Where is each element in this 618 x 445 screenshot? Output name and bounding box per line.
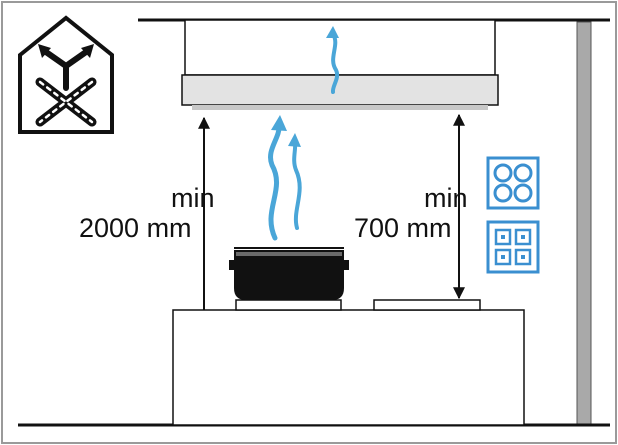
hob-plate-right	[373, 299, 481, 311]
left-dimension-label: 2000 mm	[79, 213, 192, 243]
air-flow-pot	[268, 115, 302, 241]
hood-bar	[181, 74, 499, 106]
kitchen-counter	[172, 309, 525, 426]
right-dimension-label: 700 mm	[354, 213, 452, 243]
right-min-label: min	[424, 183, 468, 213]
cooking-pot	[229, 247, 349, 300]
hob-plate-left	[235, 299, 342, 311]
hood-bar-shadow	[192, 105, 488, 110]
air-flow-hood	[326, 26, 340, 94]
hood-chimney	[184, 19, 496, 76]
induction-hob-icon	[486, 156, 540, 210]
house-no-airflow-icon	[18, 15, 114, 134]
gas-hob-icon	[486, 220, 540, 274]
wall	[576, 21, 592, 425]
left-min-label: min	[171, 183, 215, 213]
